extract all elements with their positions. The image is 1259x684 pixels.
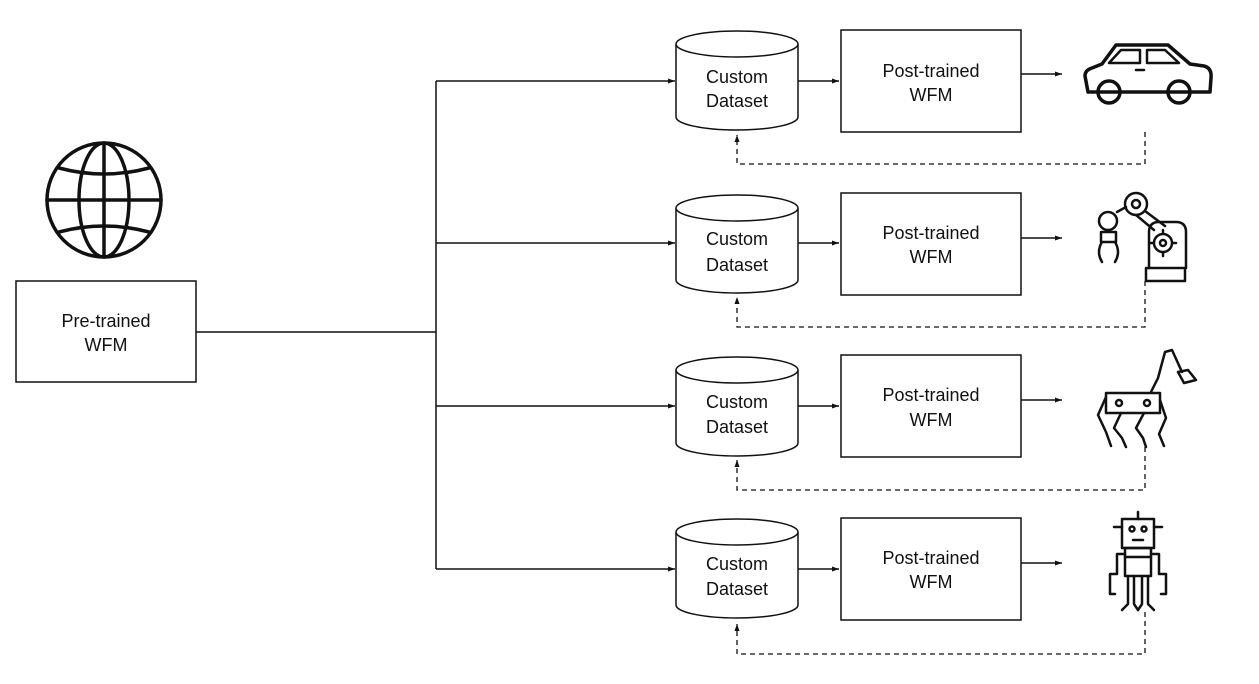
custom-dataset-cylinder: Custom Dataset — [675, 356, 799, 457]
pretrained-label-line2: WFM — [85, 335, 128, 355]
model-label-line1: Post-trained — [882, 385, 979, 405]
post-trained-wfm-box: Post-trained WFM — [840, 192, 1022, 296]
pretrained-wfm-box: Pre-trained WFM — [15, 280, 197, 383]
dataset-label-line2: Dataset — [706, 91, 768, 111]
custom-dataset-cylinder: Custom Dataset — [675, 30, 799, 131]
post-trained-wfm-box: Post-trained WFM — [840, 29, 1022, 133]
trunk-connector — [196, 81, 437, 569]
dataset-label-line2: Dataset — [706, 417, 768, 437]
quadruped-robot-icon — [1096, 348, 1198, 449]
feedback-loop — [734, 281, 1146, 328]
pretrained-label-line1: Pre-trained — [61, 311, 150, 331]
post-trained-wfm-box: Post-trained WFM — [840, 517, 1022, 621]
custom-dataset-cylinder: Custom Dataset — [675, 194, 799, 294]
model-label-line2: WFM — [910, 247, 953, 267]
branch-3: Custom Dataset Post-trained WFM — [436, 348, 1198, 491]
feedback-loop — [734, 447, 1146, 491]
feedback-loop — [734, 612, 1146, 655]
humanoid-robot-icon — [1108, 510, 1168, 612]
feedback-loop — [734, 132, 1146, 165]
dataset-label-line1: Custom — [706, 554, 768, 574]
model-label-line1: Post-trained — [882, 223, 979, 243]
model-label-line2: WFM — [910, 572, 953, 592]
dataset-label-line1: Custom — [706, 392, 768, 412]
branch-4: Custom Dataset Post-trained WFM — [436, 510, 1168, 655]
dataset-label-line2: Dataset — [706, 579, 768, 599]
dataset-label-line1: Custom — [706, 67, 768, 87]
car-icon — [1083, 43, 1213, 105]
branch-2: Custom Dataset Post-trained WFM — [436, 191, 1188, 328]
dataset-label-line1: Custom — [706, 229, 768, 249]
model-label-line2: WFM — [910, 410, 953, 430]
model-label-line1: Post-trained — [882, 61, 979, 81]
branch-1: Custom Dataset Post-trained WFM — [436, 29, 1213, 165]
robotic-arm-icon — [1097, 191, 1188, 283]
model-label-line1: Post-trained — [882, 548, 979, 568]
custom-dataset-cylinder: Custom Dataset — [675, 518, 799, 619]
post-trained-wfm-box: Post-trained WFM — [840, 354, 1022, 458]
globe-icon — [45, 141, 163, 259]
model-label-line2: WFM — [910, 85, 953, 105]
dataset-label-line2: Dataset — [706, 255, 768, 275]
